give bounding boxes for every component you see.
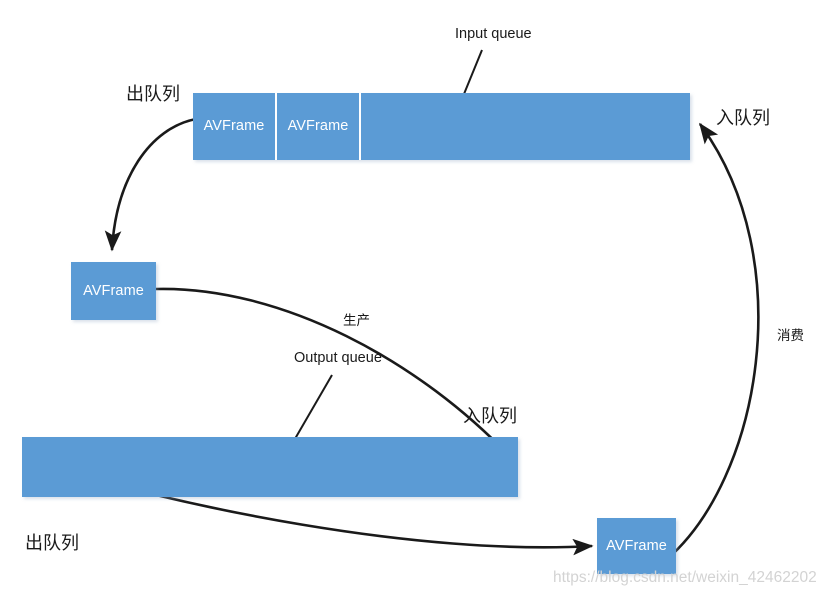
bottom-right-avframe-box[interactable]: AVFrame [597, 518, 676, 574]
produce-label: 生产 [343, 313, 370, 329]
input-queue-box[interactable]: AVFrame AVFrame [193, 93, 690, 160]
middle-left-avframe-label: AVFrame [83, 282, 144, 299]
output-queue-dequeue-label: 出队列 [25, 533, 79, 554]
input-queue-leader-line [463, 49, 483, 95]
watermark-text: https://blog.csdn.net/weixin_42462202 [553, 569, 817, 586]
input-queue-cell-1[interactable]: AVFrame [193, 93, 277, 160]
consume-arrow [665, 122, 760, 561]
input-queue-caption: Input queue [455, 26, 532, 42]
consume-label: 消费 [777, 328, 804, 344]
middle-left-avframe-box[interactable]: AVFrame [71, 262, 156, 320]
produce-arrow [155, 287, 516, 463]
input-queue-cell-2-label: AVFrame [287, 118, 349, 135]
bottom-right-avframe-label: AVFrame [606, 537, 667, 554]
input-queue-dequeue-label: 出队列 [126, 84, 180, 105]
input-queue-cell-2[interactable]: AVFrame [277, 93, 361, 160]
output-queue-enqueue-label: 入队列 [463, 406, 517, 427]
input-dequeue-arrow [104, 117, 197, 252]
output-queue-caption: Output queue [294, 350, 382, 366]
input-queue-empty-space[interactable] [361, 93, 690, 160]
input-queue-enqueue-label: 入队列 [716, 108, 770, 129]
output-queue-box[interactable] [22, 437, 518, 497]
input-queue-cell-1-label: AVFrame [203, 118, 265, 135]
output-queue-leader-line [291, 374, 333, 445]
